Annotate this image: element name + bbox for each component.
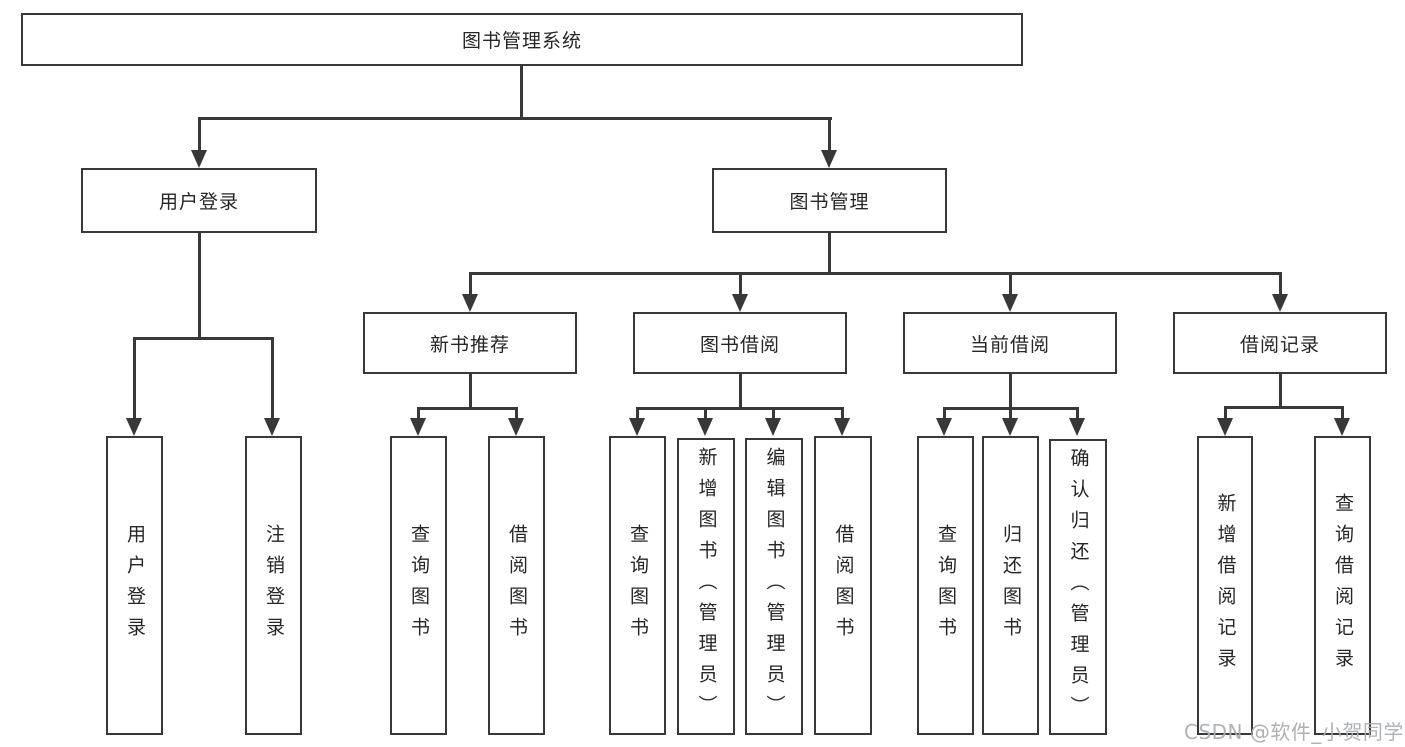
arrow-down-icon	[1272, 294, 1288, 312]
node-cb-confirm-label: 确认归还（管理员）	[1067, 447, 1090, 727]
node-bb-query: 查询图书	[609, 436, 666, 735]
node-user-login: 用户登录	[81, 168, 317, 233]
connector-user-login-stem	[198, 233, 201, 339]
arrow-down-icon	[508, 418, 524, 436]
arrow-down-icon	[697, 418, 713, 436]
node-bb-add-label: 新增图书（管理员）	[695, 447, 718, 726]
connector-drop-nb-query	[417, 407, 420, 420]
node-nb-borrow-label: 借阅图书	[506, 523, 528, 648]
node-br-add: 新增借阅记录	[1197, 436, 1253, 735]
node-book-mgmt-label: 图书管理	[789, 191, 870, 213]
connector-drop-bb-borrow	[841, 407, 844, 420]
connector-drop-cb-return	[1009, 407, 1012, 420]
connector-drop-current	[1009, 272, 1012, 296]
connector-level3-bus	[469, 272, 1281, 275]
node-cb-return-label: 归还图书	[1000, 523, 1022, 648]
connector-book-mgmt-stem	[828, 233, 831, 274]
arrow-down-icon	[462, 294, 478, 312]
connector-drop-bb-edit	[772, 407, 775, 420]
node-current: 当前借阅	[903, 312, 1117, 374]
node-user-login-leaf: 用户登录	[106, 436, 163, 735]
connector-new-book-bus	[417, 407, 518, 410]
connector-drop-new-book	[469, 272, 472, 296]
node-new-book-label: 新书推荐	[429, 333, 510, 356]
node-borrow: 图书借阅	[633, 312, 847, 374]
connector-drop-user-login	[198, 117, 201, 152]
connector-record-bus	[1224, 406, 1343, 409]
node-bb-edit: 编辑图书（管理员）	[745, 438, 803, 735]
node-br-add-label: 新增借阅记录	[1214, 492, 1237, 679]
node-root-label: 图书管理系统	[461, 30, 582, 52]
node-bb-edit-label: 编辑图书（管理员）	[763, 447, 786, 726]
arrow-down-icon	[765, 418, 781, 436]
csdn-watermark: CSDN @软件_小贺同学	[1184, 720, 1404, 744]
connector-drop-borrow	[739, 272, 742, 296]
node-br-query-label: 查询借阅记录	[1332, 492, 1354, 679]
node-cb-query: 查询图书	[917, 436, 974, 735]
node-bb-query-label: 查询图书	[627, 523, 649, 648]
connector-level2-bus	[198, 117, 832, 120]
node-current-label: 当前借阅	[969, 333, 1050, 356]
arrow-down-icon	[629, 418, 645, 436]
arrow-down-icon	[126, 418, 142, 436]
node-nb-query: 查询图书	[390, 436, 447, 735]
node-cb-query-label: 查询图书	[935, 523, 957, 648]
connector-drop-cb-confirm	[1076, 407, 1079, 420]
arrow-down-icon	[1069, 418, 1085, 436]
arrow-down-icon	[821, 150, 837, 168]
connector-drop-bb-query	[636, 407, 639, 420]
connector-drop-cb-query	[943, 407, 946, 420]
node-bb-borrow: 借阅图书	[814, 436, 872, 735]
node-record: 借阅记录	[1173, 312, 1387, 374]
arrow-down-icon	[1002, 294, 1018, 312]
connector-new-book-stem	[469, 374, 472, 409]
connector-root-stem	[520, 66, 523, 118]
node-user-login-leaf-label: 用户登录	[124, 523, 146, 648]
node-record-label: 借阅记录	[1239, 333, 1320, 356]
arrow-down-icon	[732, 294, 748, 312]
connector-current-stem	[1009, 374, 1012, 409]
node-cb-confirm: 确认归还（管理员）	[1049, 439, 1107, 735]
node-nb-query-label: 查询图书	[408, 523, 430, 648]
node-borrow-label: 图书借阅	[699, 333, 780, 356]
node-logout-leaf-label: 注销登录	[263, 523, 285, 648]
arrow-down-icon	[1002, 418, 1018, 436]
node-book-mgmt: 图书管理	[712, 168, 947, 233]
connector-drop-nb-borrow	[515, 407, 518, 420]
connector-drop-book-mgmt	[828, 117, 831, 152]
node-bb-borrow-label: 借阅图书	[832, 523, 855, 648]
node-cb-return: 归还图书	[982, 436, 1039, 735]
connector-drop-logout-leaf	[271, 337, 274, 421]
connector-borrow-stem	[739, 374, 742, 409]
node-br-query: 查询借阅记录	[1314, 436, 1371, 735]
arrow-down-icon	[1334, 418, 1350, 436]
connector-drop-br-query	[1341, 406, 1344, 420]
connector-drop-br-add	[1224, 406, 1227, 420]
node-logout-leaf: 注销登录	[245, 436, 302, 735]
arrow-down-icon	[191, 150, 207, 168]
node-nb-borrow: 借阅图书	[488, 436, 545, 735]
connector-user-login-bus	[133, 337, 274, 340]
arrow-down-icon	[264, 418, 280, 436]
node-new-book: 新书推荐	[363, 312, 577, 374]
connector-drop-login-leaf	[133, 337, 136, 421]
arrow-down-icon	[834, 418, 850, 436]
connector-borrow-bus	[636, 407, 843, 410]
node-root: 图书管理系统	[21, 13, 1023, 66]
arrow-down-icon	[410, 418, 426, 436]
connector-record-stem	[1279, 374, 1282, 408]
arrow-down-icon	[1217, 418, 1233, 436]
connector-drop-bb-add	[704, 407, 707, 420]
arrow-down-icon	[936, 418, 952, 436]
node-bb-add: 新增图书（管理员）	[677, 438, 735, 735]
connector-drop-record	[1279, 272, 1282, 296]
node-user-login-label: 用户登录	[158, 191, 239, 213]
